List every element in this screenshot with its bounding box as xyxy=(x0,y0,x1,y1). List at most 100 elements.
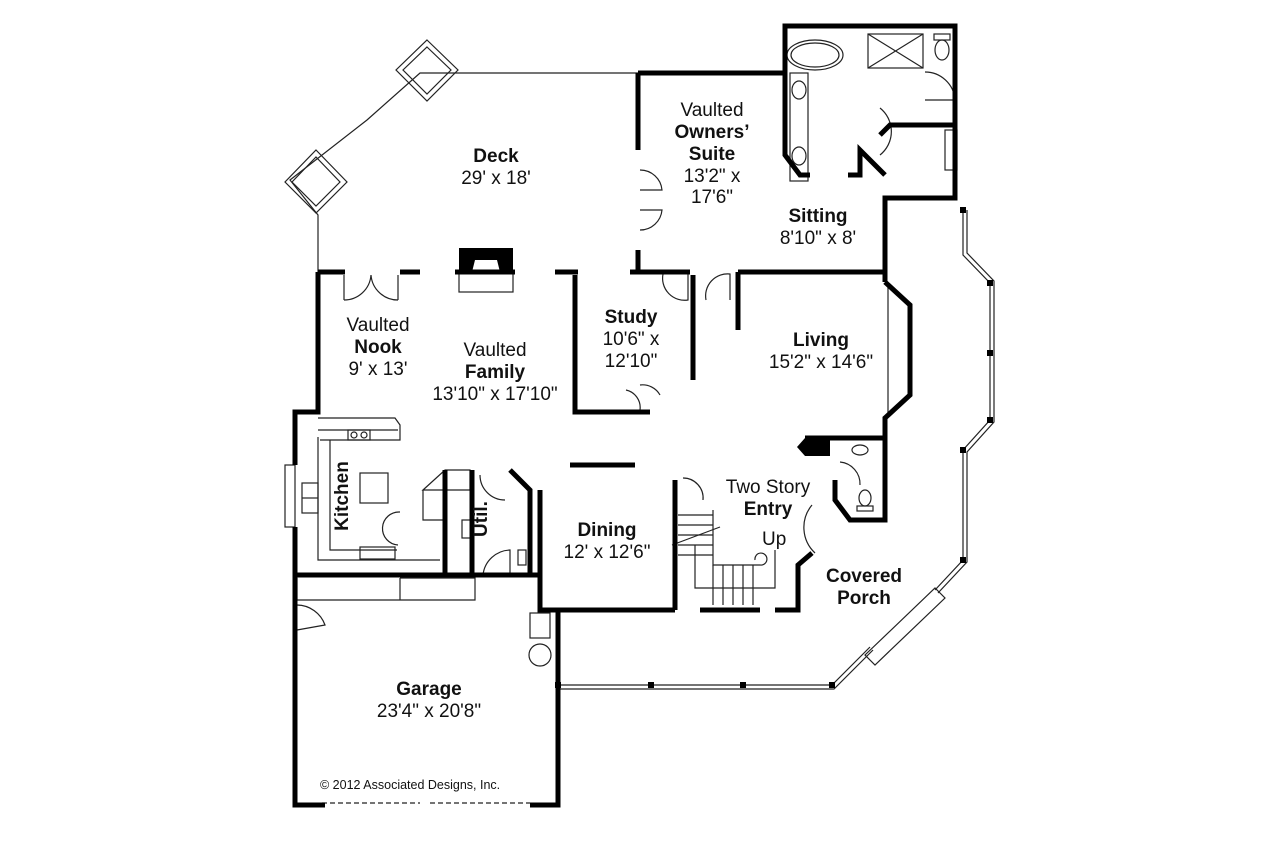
hall-door xyxy=(705,273,731,301)
room-name: Dining xyxy=(577,520,637,541)
study-door-top xyxy=(661,273,689,301)
toilet-master xyxy=(934,39,950,61)
room-family: Vaulted Family 13'10" x 17'10" xyxy=(432,340,557,406)
util-door-bottom xyxy=(482,549,511,576)
room-garage: Garage 23'4" x 20'8" xyxy=(377,679,481,723)
shower xyxy=(867,33,924,69)
room-entry: Two Story Entry xyxy=(726,477,810,521)
room-name: Study xyxy=(604,307,658,328)
room-dimensions: 9' x 13' xyxy=(348,358,408,380)
deck-planter-1 xyxy=(395,39,459,102)
stairs-rail xyxy=(712,510,768,566)
suite-door xyxy=(639,169,663,231)
dryer xyxy=(517,549,527,566)
room-kitchen: Kitchen xyxy=(332,461,353,531)
powder-door xyxy=(839,461,861,486)
wall-owners-suite xyxy=(635,23,958,272)
porch-railing-inner xyxy=(558,210,995,690)
room-name: Sitting xyxy=(788,206,848,227)
burner-1 xyxy=(350,431,358,439)
room-dimensions-line1: 13'2" x xyxy=(683,165,741,187)
powder-fireplace xyxy=(797,438,830,456)
sink-1 xyxy=(791,80,807,100)
wall-study xyxy=(572,272,741,415)
stairs-break-line xyxy=(671,526,721,546)
entry-door xyxy=(803,504,816,554)
sink-2 xyxy=(791,146,807,166)
util-door-top xyxy=(479,474,506,501)
room-deck: Deck 29' x 18' xyxy=(461,146,531,190)
shower-x xyxy=(867,33,924,69)
stairs-up-label: Up xyxy=(762,529,787,550)
room-name-line2: Porch xyxy=(837,587,891,609)
room-dimensions-line2: 12'10" xyxy=(604,350,658,372)
deck-planter-2 xyxy=(284,149,348,214)
room-name: Deck xyxy=(473,146,519,167)
stairs-arrow-line xyxy=(694,545,776,589)
burner-2 xyxy=(360,431,368,439)
room-dimensions: 12' x 12'6" xyxy=(563,541,651,563)
room-dimensions-line2: 17'6" xyxy=(690,187,734,209)
room-nook: Vaulted Nook 9' x 13' xyxy=(346,315,409,381)
thin-lines xyxy=(284,33,995,804)
dishwasher xyxy=(359,546,396,560)
closet-under-stairs xyxy=(682,477,704,501)
vanity xyxy=(789,72,809,182)
room-owners-suite: Vaulted Owners’ Suite 13'2" x 17'6" xyxy=(675,100,750,209)
pantry-door xyxy=(381,511,401,546)
powder-toilet-tank xyxy=(856,505,874,512)
water-heater xyxy=(528,643,552,667)
room-util: Util. xyxy=(471,501,492,537)
study-door-bottom xyxy=(625,384,661,411)
toilet-tank xyxy=(933,33,951,41)
nook-french-door xyxy=(343,274,399,301)
room-study: Study 10'6" x 12'10" xyxy=(603,307,660,373)
powder-sink xyxy=(851,444,869,456)
bathtub xyxy=(786,39,844,71)
kitchen-island xyxy=(359,472,389,504)
garage-cabinets xyxy=(296,577,476,601)
copyright-notice: © 2012 Associated Designs, Inc. xyxy=(320,778,501,792)
wall-kitchen-south xyxy=(295,551,814,613)
kitchen-window-box xyxy=(284,464,296,528)
wall-util xyxy=(442,468,533,575)
porch-posts xyxy=(555,207,993,688)
room-prefix: Two Story xyxy=(725,477,811,498)
water-heater-box xyxy=(529,612,551,639)
room-prefix: Vaulted xyxy=(346,315,410,336)
room-dining: Dining 12' x 12'6" xyxy=(564,520,651,564)
room-living: Living 15'2" x 14'6" xyxy=(769,330,873,374)
room-sitting: Sitting 8'10" x 8' xyxy=(780,206,856,250)
fireplace xyxy=(459,248,513,272)
wall-powder xyxy=(805,420,888,523)
fireplace-hearth xyxy=(458,271,514,293)
bathtub-inner xyxy=(790,42,840,68)
room-name: Entry xyxy=(743,498,793,520)
room-prefix: Vaulted xyxy=(463,340,527,361)
porch-bench xyxy=(864,587,946,666)
deck-planter-1-inner xyxy=(402,46,452,95)
room-name: Living xyxy=(793,330,849,351)
powder-toilet xyxy=(858,489,872,507)
room-dimensions: 29' x 18' xyxy=(461,167,531,189)
room-dimensions: 23'4" x 20'8" xyxy=(376,700,482,722)
wall-dining xyxy=(537,462,678,610)
deck-outline xyxy=(289,72,638,272)
closet-door xyxy=(879,107,892,156)
deck-planter-2-inner xyxy=(291,156,341,207)
wc-door xyxy=(924,71,956,101)
room-dimensions-line1: 10'6" x xyxy=(602,328,660,350)
room-name-line2: Suite xyxy=(688,143,736,165)
room-prefix: Vaulted xyxy=(680,100,744,121)
room-covered-porch: Covered Porch xyxy=(826,566,902,610)
room-dimensions: 13'10" x 17'10" xyxy=(432,383,558,405)
cooktop xyxy=(347,429,371,441)
garage-door xyxy=(296,604,326,631)
walls xyxy=(292,23,958,808)
porch-railing xyxy=(558,210,991,686)
room-name: Nook xyxy=(354,336,402,358)
room-dimensions: 15'2" x 14'6" xyxy=(768,351,874,373)
room-name: Garage xyxy=(396,679,462,700)
room-name-line1: Owners’ xyxy=(674,121,750,143)
